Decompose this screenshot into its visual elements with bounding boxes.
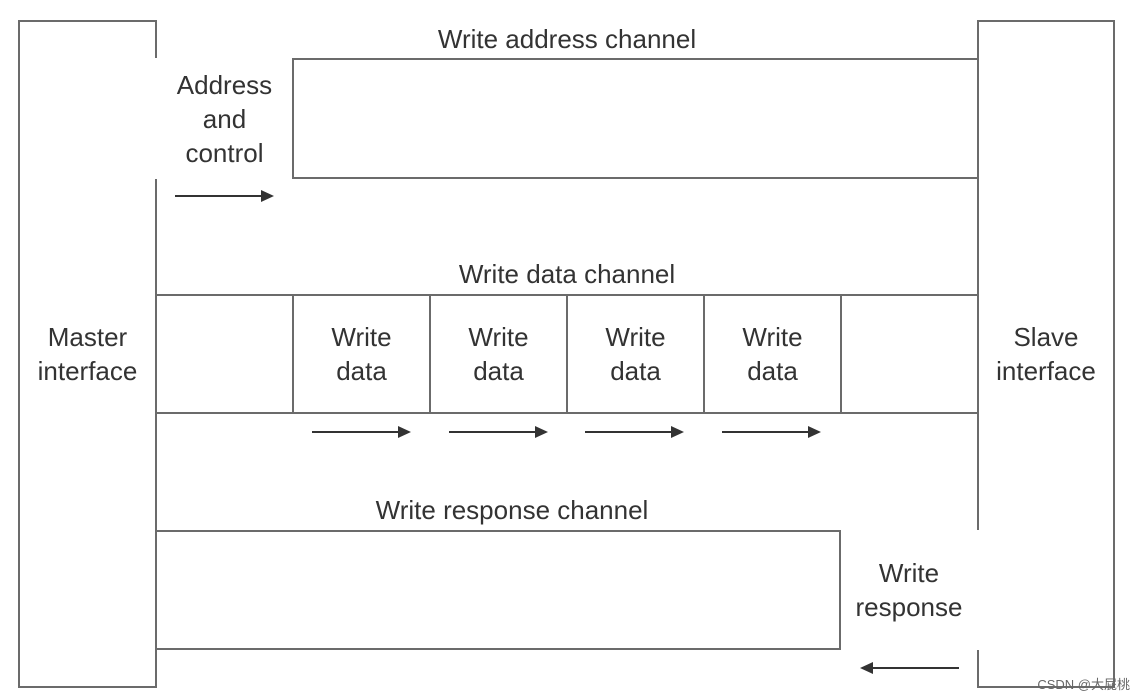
write-response-label: Write response — [841, 532, 977, 648]
address-control-text: Address and control — [176, 69, 273, 168]
master-interface-label: Master interface — [18, 20, 157, 688]
write-data-text: Write data — [605, 322, 666, 386]
slave-interface-box — [977, 20, 1115, 688]
write-address-channel-title: Write address channel — [437, 24, 697, 54]
write-data-channel-title: Write data channel — [458, 259, 676, 289]
address-control-label: Address and control — [157, 60, 292, 177]
write-response-channel-title: Write response channel — [375, 495, 649, 525]
write-data-packet-label: Write data — [568, 296, 703, 412]
write-data-packet — [292, 294, 431, 414]
address-control-packet — [155, 58, 294, 179]
write-data-text: Write data — [331, 322, 392, 386]
write-data-packet-label: Write data — [705, 296, 840, 412]
write-response-packet — [839, 530, 979, 650]
write-data-packet-label: Write data — [431, 296, 566, 412]
write-data-packet — [566, 294, 705, 414]
write-data-packet — [429, 294, 568, 414]
master-interface-box — [18, 20, 157, 688]
write-data-arrow-right — [312, 426, 411, 438]
write-data-arrow-right — [585, 426, 684, 438]
write-data-text: Write data — [468, 322, 529, 386]
slave-interface-text: Slave interface — [996, 322, 1096, 386]
write-response-arrow-left — [860, 662, 959, 674]
write-data-packet — [703, 294, 842, 414]
csdn-watermark: CSDN @大屁桃 — [1037, 677, 1130, 692]
write-data-arrow-right — [722, 426, 821, 438]
write-data-arrow-right — [449, 426, 548, 438]
write-response-text: Write response — [855, 558, 963, 622]
slave-interface-label: Slave interface — [977, 20, 1115, 688]
master-interface-text: Master interface — [37, 322, 138, 386]
write-data-text: Write data — [742, 322, 803, 386]
write-address-arrow-right — [175, 190, 274, 202]
write-data-packet-label: Write data — [294, 296, 429, 412]
